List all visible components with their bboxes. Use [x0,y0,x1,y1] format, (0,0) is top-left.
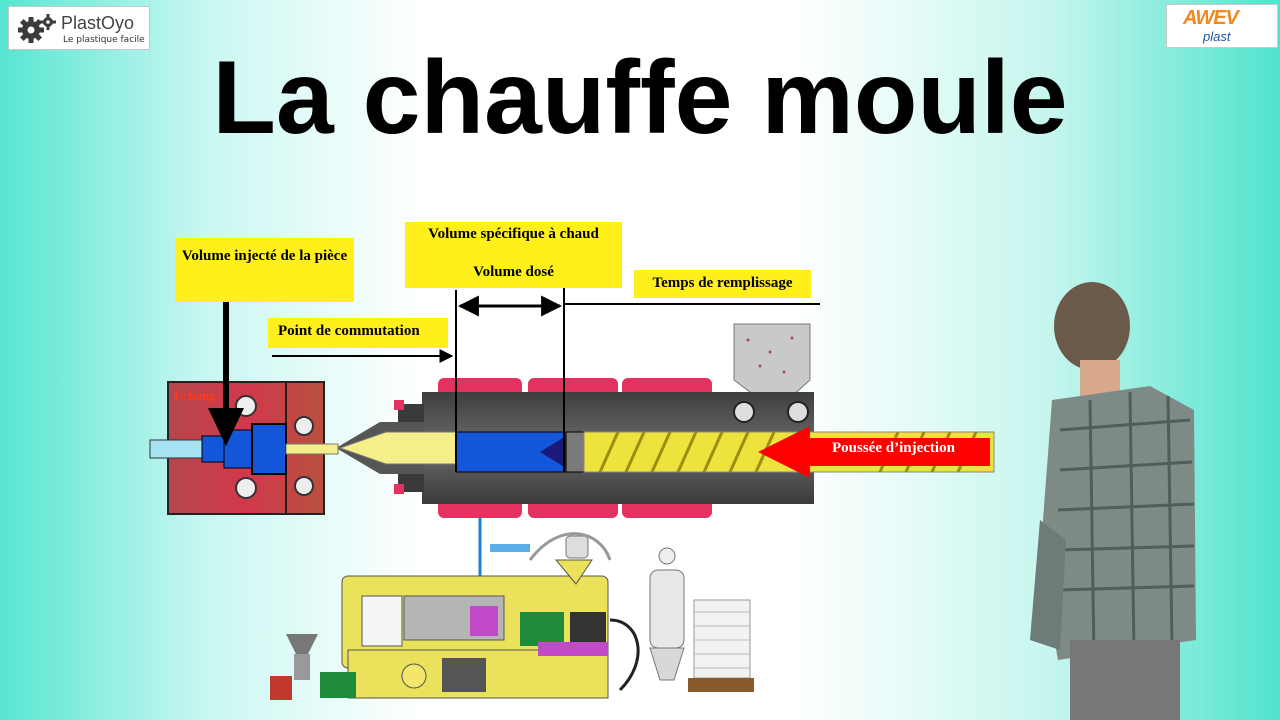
ejector-pin [149,439,207,459]
plastoyo-logo: PlastOyo Le plastique facile [8,6,150,50]
sprue [285,443,339,455]
label-volume-injecte: Volume injecté de la pièce [175,238,354,302]
page-title: La chauffe moule [212,40,1068,156]
awev-plast-logo: AWEV plast [1166,4,1278,48]
barrel-bolt-2 [787,401,809,423]
plastoyo-tagline: Le plastique facile [63,35,145,45]
label-point-commutation: Point de commutation [268,318,448,348]
gear-icon [18,14,56,43]
label-volume-specifique-text: Volume spécifique à chaud [428,226,599,242]
echangeur-label: Echang [174,388,216,403]
injection-machine-illustration [270,518,754,700]
awev-text: AWEV [1183,7,1239,29]
label-poussee-injection: Poussée d’injection [832,440,955,456]
volume-injecte-arrow [208,408,244,446]
label-temps-remplissage: Temps de remplissage [634,270,811,298]
plast-text: plast [1203,29,1231,44]
plastoyo-brand-text: PlastOyo [61,13,135,33]
label-volume-specifique: Volume spécifique à chaud Volume dosé [405,222,622,288]
label-volume-dose-text: Volume dosé [473,264,554,280]
mold-cavity [251,423,287,475]
barrel-bolt-1 [733,401,755,423]
injection-force-arrow [758,426,990,478]
check-ring [540,436,566,468]
presenter-figure [1030,282,1196,720]
